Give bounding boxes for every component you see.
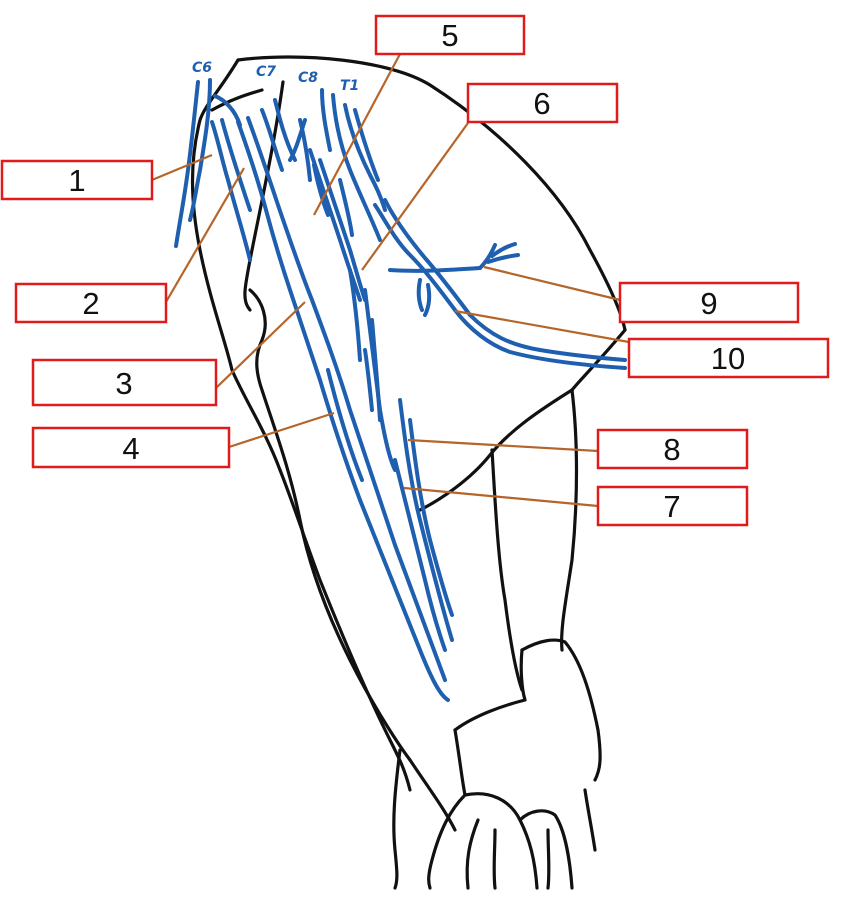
label-box-10[interactable]: 10	[629, 339, 828, 377]
label-text-4: 4	[122, 431, 139, 466]
label-box-9[interactable]: 9	[620, 283, 798, 322]
label-box-2[interactable]: 2	[16, 284, 166, 322]
label-box-3[interactable]: 3	[33, 360, 216, 405]
label-box-5[interactable]: 5	[376, 16, 524, 54]
label-text-3: 3	[115, 366, 132, 401]
label-box-1[interactable]: 1	[2, 161, 152, 199]
leader-line-1	[152, 155, 212, 180]
label-box-6[interactable]: 6	[468, 84, 617, 122]
label-text-1: 1	[68, 163, 85, 198]
root-label-t1: T1	[340, 78, 359, 94]
root-label-c8: C8	[298, 70, 318, 86]
root-label-c6: C6	[192, 60, 212, 76]
label-text-7: 7	[663, 489, 680, 524]
label-text-9: 9	[700, 286, 717, 321]
label-box-7[interactable]: 7	[598, 487, 747, 525]
label-text-10: 10	[711, 341, 745, 376]
leader-line-3	[216, 302, 305, 388]
label-text-6: 6	[533, 86, 550, 121]
label-box-4[interactable]: 4	[33, 428, 229, 467]
label-text-5: 5	[441, 18, 458, 53]
label-text-2: 2	[82, 286, 99, 321]
label-box-8[interactable]: 8	[598, 430, 747, 468]
leader-line-9	[484, 267, 620, 300]
root-label-c7: C7	[256, 64, 276, 80]
label-text-8: 8	[663, 432, 680, 467]
leader-line-4	[229, 413, 334, 447]
